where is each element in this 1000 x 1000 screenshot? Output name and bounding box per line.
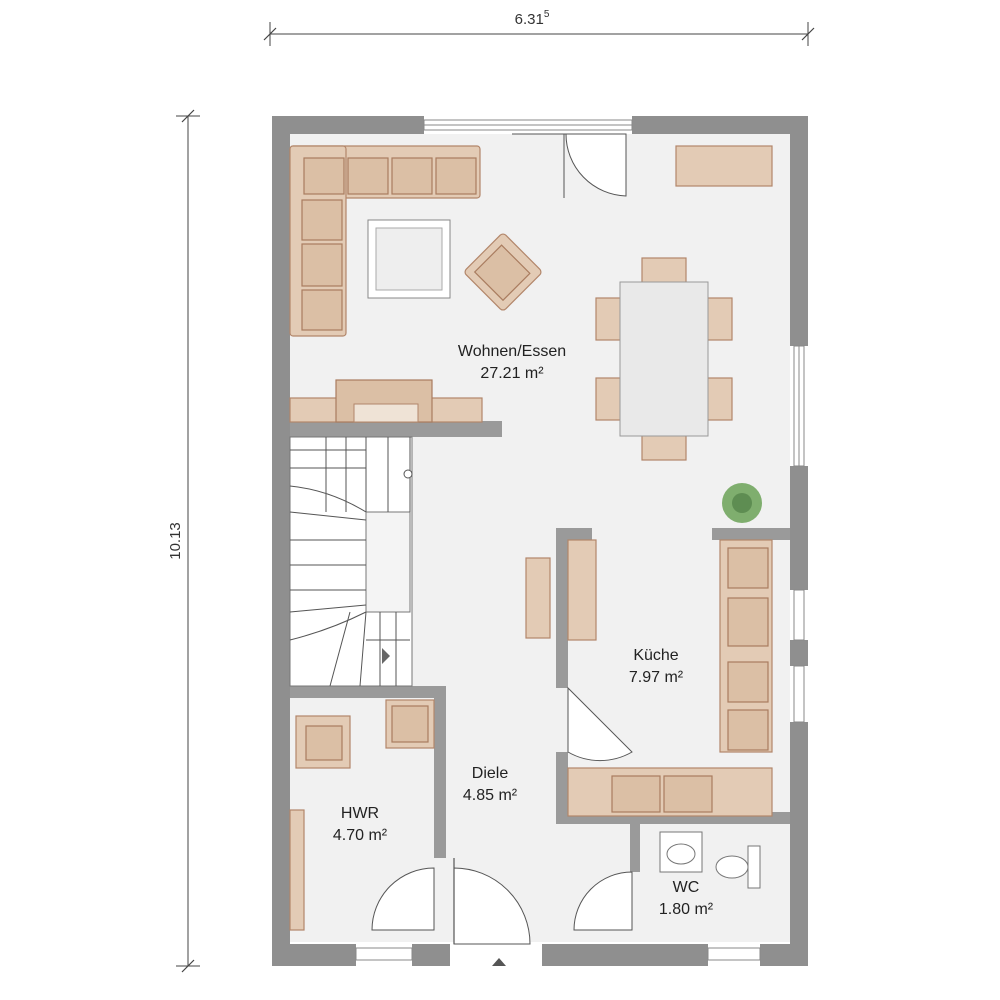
sideboard [289,379,483,423]
width-dimension: 6.315 [263,9,815,46]
room-label-wohnen: Wohnen/Essen 27.21 m² [458,343,566,382]
width-label: 6.315 [515,9,550,28]
room-label-hwr: HWR 4.70 m² [333,805,388,844]
entrance-arrow-icon [492,958,506,966]
svg-text:4.85 m²: 4.85 m² [463,787,518,804]
shelf [675,145,773,187]
dining-table [619,281,709,437]
armchair [464,233,542,311]
sofa [289,145,481,337]
dining-chairs [595,257,733,461]
svg-text:Diele: Diele [472,765,509,782]
doors [371,133,633,945]
room-label-diele: Diele 4.85 m² [463,765,518,804]
plant-icon [722,483,762,523]
svg-text:1.80 m²: 1.80 m² [659,901,714,918]
height-label: 10.13 [167,522,184,560]
outer-walls [272,116,808,966]
svg-text:Küche: Küche [633,647,678,664]
svg-text:HWR: HWR [341,805,379,822]
svg-text:4.70 m²: 4.70 m² [333,827,388,844]
svg-text:27.21 m²: 27.21 m² [480,365,544,382]
height-dimension: 10.13 [167,109,200,973]
staircase [289,436,413,687]
windows [355,119,805,961]
svg-text:WC: WC [673,879,700,896]
wc-fixtures [659,831,761,889]
kitchen-counter [525,539,773,817]
coffee-table [367,219,451,299]
svg-text:Wohnen/Essen: Wohnen/Essen [458,343,566,360]
hwr-furniture [289,699,435,931]
svg-text:7.97 m²: 7.97 m² [629,669,684,686]
room-label-kueche: Küche 7.97 m² [629,647,684,686]
room-label-wc: WC 1.80 m² [659,879,714,918]
